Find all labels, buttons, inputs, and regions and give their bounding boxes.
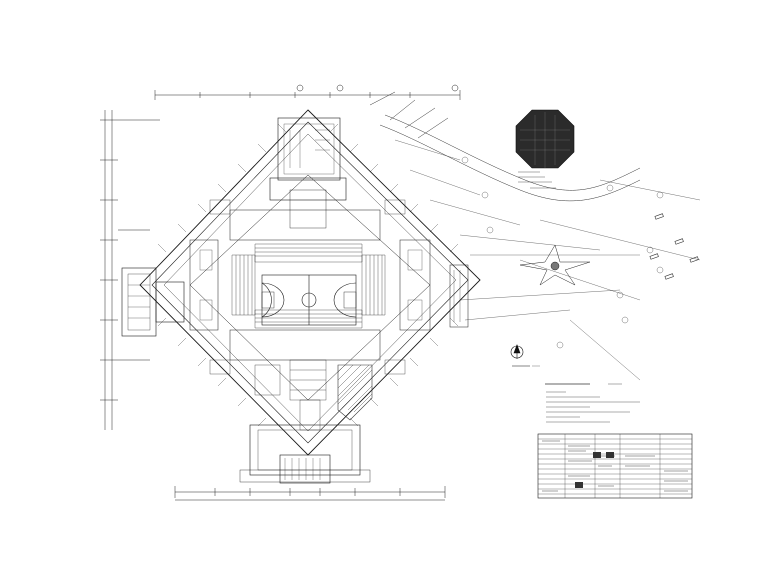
interior-partitions [209,199,406,431]
keyplan-octagon [515,109,575,169]
north-arrow-symbol [510,344,540,367]
outer-diamond-outline [139,109,481,456]
west-entrance-block [121,267,185,337]
spectator-seating [231,243,386,329]
bottom-dimension-line [174,486,446,501]
north-entrance-block [269,117,347,229]
general-notes-block [545,383,640,423]
keyplan-notes [518,171,556,189]
hatched-service-area [337,364,373,421]
perimeter-column-grid [157,123,459,427]
top-dimension-line [154,84,461,100]
inner-rooms-ring [189,174,431,401]
site-road-curve [369,91,641,202]
basketball-court [261,274,357,326]
south-entrance-block [239,424,371,484]
site-grid-axes [394,139,701,381]
east-entrance-block [449,264,469,328]
left-dimension-line [100,110,160,430]
site-star-feature [519,244,591,286]
legend-table [537,433,693,499]
site-markers [649,213,699,280]
